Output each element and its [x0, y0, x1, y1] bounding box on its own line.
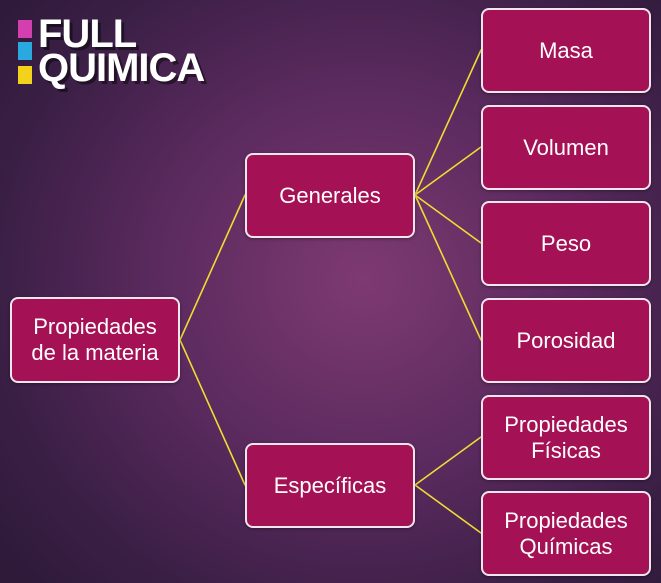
connector-generales-volumen	[414, 146, 482, 196]
full-quimica-logo: FULL QUIMICA	[18, 12, 258, 94]
connector-root-especificas	[179, 339, 246, 486]
connector-especificas-fisicas	[414, 436, 482, 486]
node-peso: Peso	[481, 201, 651, 286]
node-propiedades-de-la-materia: Propiedades de la materia	[10, 297, 180, 383]
node-propiedades-fisicas: Propiedades Físicas	[481, 395, 651, 480]
node-porosidad: Porosidad	[481, 298, 651, 383]
connector-generales-peso	[414, 194, 482, 244]
logo-word-full: FULL	[38, 12, 137, 56]
logo-square-blue	[18, 42, 32, 60]
connector-especificas-quimicas	[414, 484, 482, 534]
connector-root-generales	[179, 194, 246, 341]
logo-square-pink	[18, 20, 32, 38]
node-masa: Masa	[481, 8, 651, 93]
node-generales: Generales	[245, 153, 415, 238]
connector-generales-porosidad	[414, 194, 482, 341]
logo-square-yellow	[18, 66, 32, 84]
node-volumen: Volumen	[481, 105, 651, 190]
connector-generales-masa	[414, 49, 482, 196]
node-propiedades-quimicas: Propiedades Químicas	[481, 491, 651, 576]
logo-word-quimica: QUIMICA	[38, 46, 205, 90]
node-especificas: Específicas	[245, 443, 415, 528]
